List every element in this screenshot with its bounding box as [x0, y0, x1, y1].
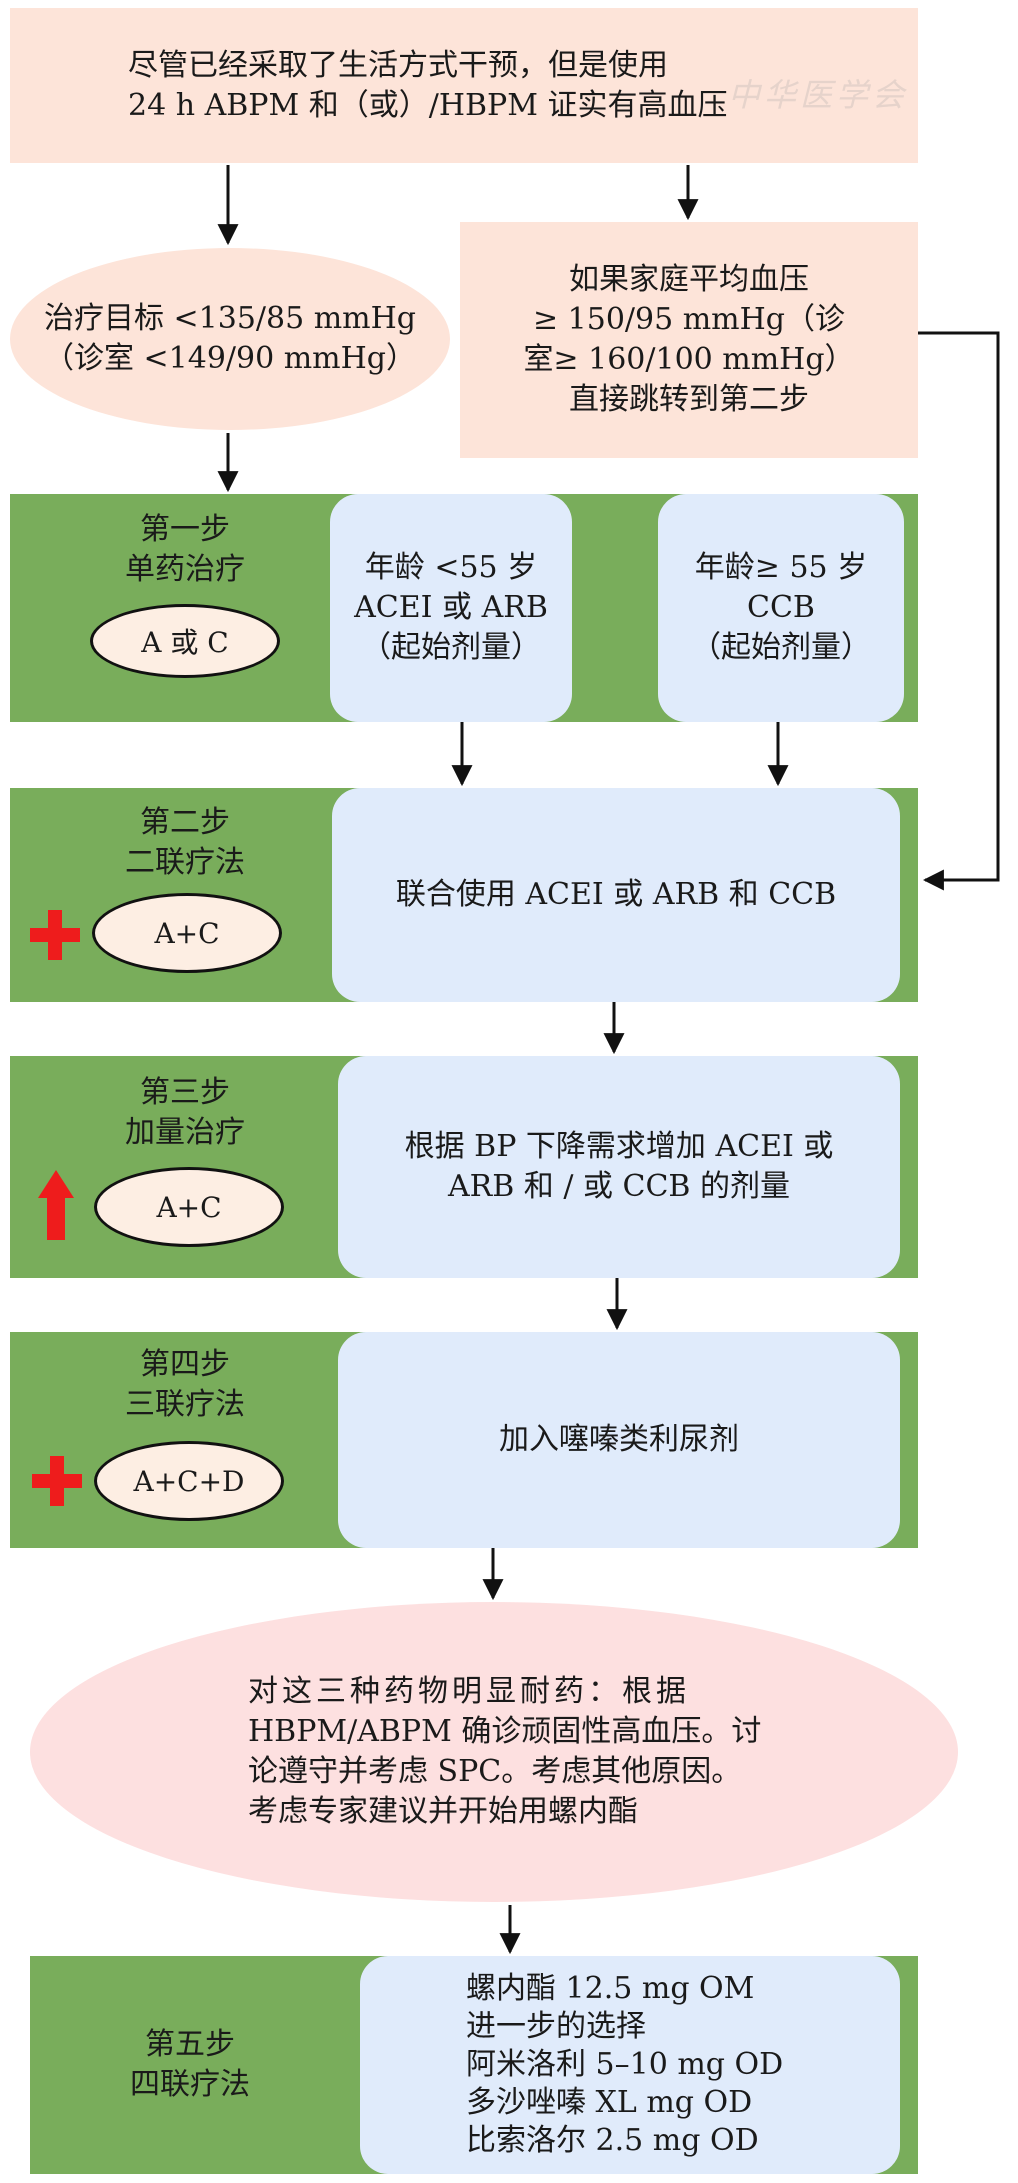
lifestyle-intervention-box: 尽管已经采取了生活方式干预，但是使用 24 h ABPM 和（或）/HBPM 证…: [10, 8, 918, 163]
up-arrow-icon: [38, 1170, 74, 1240]
step5-item: 进一步的选择: [466, 2009, 646, 2044]
step5-subtitle: 四联疗法: [130, 2067, 250, 2102]
young-line1: 年龄 <55 岁: [364, 550, 538, 585]
plus-icon: [32, 1456, 82, 1506]
step5-item: 螺内酯 12.5 mg OM: [466, 1971, 755, 2006]
step2-title: 第二步: [140, 805, 230, 840]
treatment-target-ellipse: 治疗目标 <135/85 mmHg （诊室 <149/90 mmHg）: [10, 248, 450, 430]
step2-box: 联合使用 ACEI 或 ARB 和 CCB: [332, 788, 900, 1002]
step1-old-box: 年龄≥ 55 岁 CCB （起始剂量）: [658, 494, 904, 722]
target-line1: 治疗目标 <135/85 mmHg: [43, 301, 416, 336]
step5-title: 第五步: [145, 2027, 235, 2062]
step2-label: 第二步 二联疗法: [10, 798, 360, 888]
step4-text: 加入噻嗪类利尿剂: [499, 1422, 739, 1457]
step5-label: 第五步 四联疗法: [30, 1956, 350, 2174]
step1-title: 第一步: [140, 512, 230, 547]
step3-title: 第三步: [140, 1075, 230, 1110]
step2-subtitle: 二联疗法: [125, 845, 245, 880]
step5-item: 多沙唑嗪 XL mg OD: [466, 2085, 753, 2120]
step2-badge: A+C: [92, 893, 282, 973]
resistant-line4: 考虑专家建议并开始用螺内酯: [248, 1794, 638, 1829]
top-box-line2: 24 h ABPM 和（或）/HBPM 证实有高血压: [128, 87, 728, 123]
step4-title: 第四步: [140, 1347, 230, 1382]
step3-line1: 根据 BP 下降需求增加 ACEI 或: [404, 1129, 834, 1164]
step3-label: 第三步 加量治疗: [10, 1068, 360, 1158]
home-bp-line3: 室≥ 160/100 mmHg）: [523, 342, 855, 377]
young-line2: ACEI 或 ARB: [354, 590, 548, 625]
watermark: 中华医学会: [728, 76, 909, 114]
resistant-line3: 论遵守并考虑 SPC。考虑其他原因。: [248, 1754, 742, 1789]
resistant-hypertension-ellipse: 对这三种药物明显耐药：根据 HBPM/ABPM 确诊顽固性高血压。讨 论遵守并考…: [30, 1602, 958, 1902]
step5-item: 阿米洛利 5–10 mg OD: [466, 2047, 784, 2082]
old-line1: 年龄≥ 55 岁: [694, 550, 868, 585]
step1-label: 第一步 单药治疗: [10, 505, 360, 595]
step5-box: 螺内酯 12.5 mg OM 进一步的选择 阿米洛利 5–10 mg OD 多沙…: [360, 1956, 900, 2174]
young-line3: （起始剂量）: [361, 630, 541, 665]
step4-subtitle: 三联疗法: [125, 1387, 245, 1422]
step5-item: 比索洛尔 2.5 mg OD: [466, 2123, 759, 2158]
step4-badge: A+C+D: [94, 1441, 284, 1521]
step3-line2: ARB 和 / 或 CCB 的剂量: [447, 1169, 791, 1204]
step1-subtitle: 单药治疗: [125, 552, 245, 587]
home-bp-box: 如果家庭平均血压 ≥ 150/95 mmHg（诊 室≥ 160/100 mmHg…: [460, 222, 918, 458]
step1-young-box: 年龄 <55 岁 ACEI 或 ARB （起始剂量）: [330, 494, 572, 722]
plus-icon: [30, 910, 80, 960]
arrow-home-bp-to-step2: [918, 331, 1000, 891]
step3-subtitle: 加量治疗: [125, 1115, 245, 1150]
home-bp-line1: 如果家庭平均血压: [569, 262, 809, 297]
old-line3: （起始剂量）: [691, 630, 871, 665]
resistant-line1: 对这三种药物明显耐药：根据: [248, 1674, 690, 1709]
step3-box: 根据 BP 下降需求增加 ACEI 或 ARB 和 / 或 CCB 的剂量: [338, 1056, 900, 1278]
step4-box: 加入噻嗪类利尿剂: [338, 1332, 900, 1548]
target-line2: （诊室 <149/90 mmHg）: [43, 341, 416, 376]
top-box-line1: 尽管已经采取了生活方式干预，但是使用: [128, 47, 668, 83]
step3-badge: A+C: [94, 1167, 284, 1247]
step2-text: 联合使用 ACEI 或 ARB 和 CCB: [395, 877, 837, 912]
old-line2: CCB: [747, 590, 815, 625]
resistant-line2: HBPM/ABPM 确诊顽固性高血压。讨: [248, 1714, 762, 1749]
step4-label: 第四步 三联疗法: [10, 1340, 360, 1430]
home-bp-line4: 直接跳转到第二步: [569, 382, 809, 417]
home-bp-line2: ≥ 150/95 mmHg（诊: [532, 302, 845, 337]
step1-badge: A 或 C: [90, 604, 280, 678]
